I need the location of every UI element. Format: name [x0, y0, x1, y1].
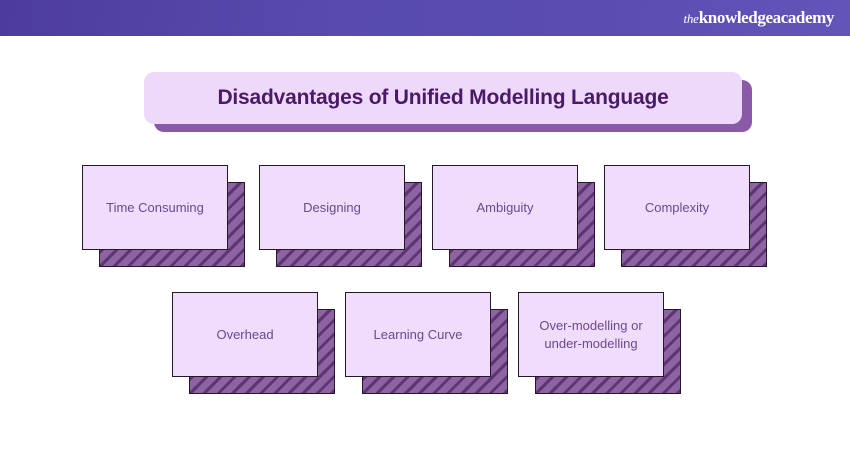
box-label: Time Consuming: [106, 199, 204, 215]
diagram-box-ambiguity[interactable]: Ambiguity: [432, 165, 595, 267]
box-body: Ambiguity: [432, 165, 578, 250]
box-label: Ambiguity: [476, 199, 534, 215]
diagram-box-over-under-modelling[interactable]: Over-modelling or under-modelling: [518, 292, 681, 394]
box-label: Learning Curve: [373, 326, 463, 342]
box-label: Designing: [303, 199, 361, 215]
logo-main-text: knowledgeacademy: [698, 8, 835, 27]
title-banner-box: Disadvantages of Unified Modelling Langu…: [144, 72, 742, 124]
box-label: Complexity: [644, 199, 710, 215]
diagram-box-time-consuming[interactable]: Time Consuming: [82, 165, 245, 267]
box-body: Over-modelling or under-modelling: [518, 292, 664, 377]
title-banner: Disadvantages of Unified Modelling Langu…: [144, 72, 752, 132]
diagram-box-complexity[interactable]: Complexity: [604, 165, 767, 267]
box-body: Designing: [259, 165, 405, 250]
box-body: Learning Curve: [345, 292, 491, 377]
box-body: Complexity: [604, 165, 750, 250]
diagram-box-overhead[interactable]: Overhead: [172, 292, 335, 394]
box-label: Overhead: [216, 326, 274, 342]
box-body: Time Consuming: [82, 165, 228, 250]
logo-prefix-text: the: [683, 11, 699, 26]
diagram-box-designing[interactable]: Designing: [259, 165, 422, 267]
box-body: Overhead: [172, 292, 318, 377]
page-title: Disadvantages of Unified Modelling Langu…: [217, 86, 669, 109]
box-label: Over-modelling or under-modelling: [539, 317, 643, 351]
diagram-box-learning-curve[interactable]: Learning Curve: [345, 292, 508, 394]
